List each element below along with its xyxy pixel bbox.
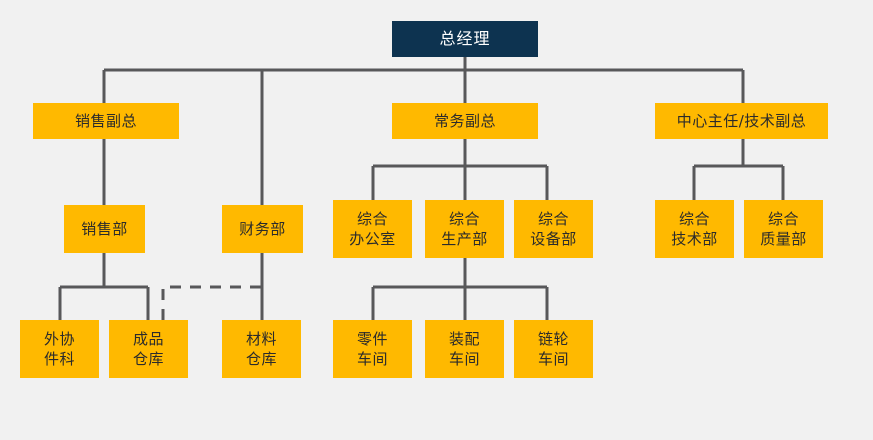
- node-label-line1: 综合: [678, 210, 710, 228]
- node-label-line2: 技术部: [671, 230, 718, 248]
- node-label-line1: 材料: [245, 330, 277, 348]
- node-general-quality-department[interactable]: 综合 质量部: [744, 200, 823, 258]
- node-sales-vice-president[interactable]: 销售副总: [33, 103, 179, 139]
- node-center-director-tech-vice-president[interactable]: 中心主任/技术副总: [655, 103, 828, 139]
- node-executive-vice-president[interactable]: 常务副总: [392, 103, 538, 139]
- node-label-line1: 链轮: [537, 330, 569, 348]
- node-label-line1: 综合: [448, 210, 480, 228]
- connector-dashed-link: [161, 285, 261, 320]
- node-assembly-workshop[interactable]: 装配 车间: [425, 320, 504, 378]
- node-label: 中心主任/技术副总: [676, 112, 807, 130]
- node-general-technology-department[interactable]: 综合 技术部: [655, 200, 734, 258]
- node-label-line2: 车间: [356, 350, 388, 368]
- node-general-production-department[interactable]: 综合 生产部: [425, 200, 504, 258]
- node-label-line2: 办公室: [349, 230, 396, 248]
- node-label: 总经理: [439, 29, 491, 48]
- node-finished-goods-warehouse[interactable]: 成品 仓库: [109, 320, 188, 378]
- node-general-manager[interactable]: 总经理: [392, 21, 538, 57]
- node-label-line2: 仓库: [132, 350, 164, 368]
- node-label-line1: 销售部: [81, 220, 128, 238]
- node-label-line2: 仓库: [245, 350, 277, 368]
- node-general-office[interactable]: 综合 办公室: [333, 200, 412, 258]
- node-label-line1: 财务部: [239, 220, 286, 238]
- node-label-line2: 质量部: [760, 230, 807, 248]
- node-label-line1: 零件: [356, 330, 388, 348]
- node-sprocket-workshop[interactable]: 链轮 车间: [514, 320, 593, 378]
- node-finance-department[interactable]: 财务部: [222, 205, 303, 253]
- node-label-line1: 装配: [448, 330, 480, 348]
- node-label-line2: 设备部: [530, 230, 577, 248]
- node-general-equipment-department[interactable]: 综合 设备部: [514, 200, 593, 258]
- node-label-line2: 件科: [43, 350, 75, 368]
- node-material-warehouse[interactable]: 材料 仓库: [222, 320, 301, 378]
- node-label-line1: 成品: [132, 330, 164, 348]
- node-label-line1: 综合: [356, 210, 388, 228]
- node-label-line1: 综合: [537, 210, 569, 228]
- node-label: 常务副总: [433, 112, 496, 130]
- node-label-line2: 车间: [537, 350, 569, 368]
- node-sales-department[interactable]: 销售部: [64, 205, 145, 253]
- node-outsourcing-parts-section[interactable]: 外协 件科: [20, 320, 99, 378]
- node-parts-workshop[interactable]: 零件 车间: [333, 320, 412, 378]
- node-label-line2: 生产部: [441, 230, 488, 248]
- node-label-line1: 综合: [767, 210, 799, 228]
- node-label: 销售副总: [74, 112, 137, 130]
- node-label-line1: 外协: [43, 330, 75, 348]
- node-label-line2: 车间: [448, 350, 480, 368]
